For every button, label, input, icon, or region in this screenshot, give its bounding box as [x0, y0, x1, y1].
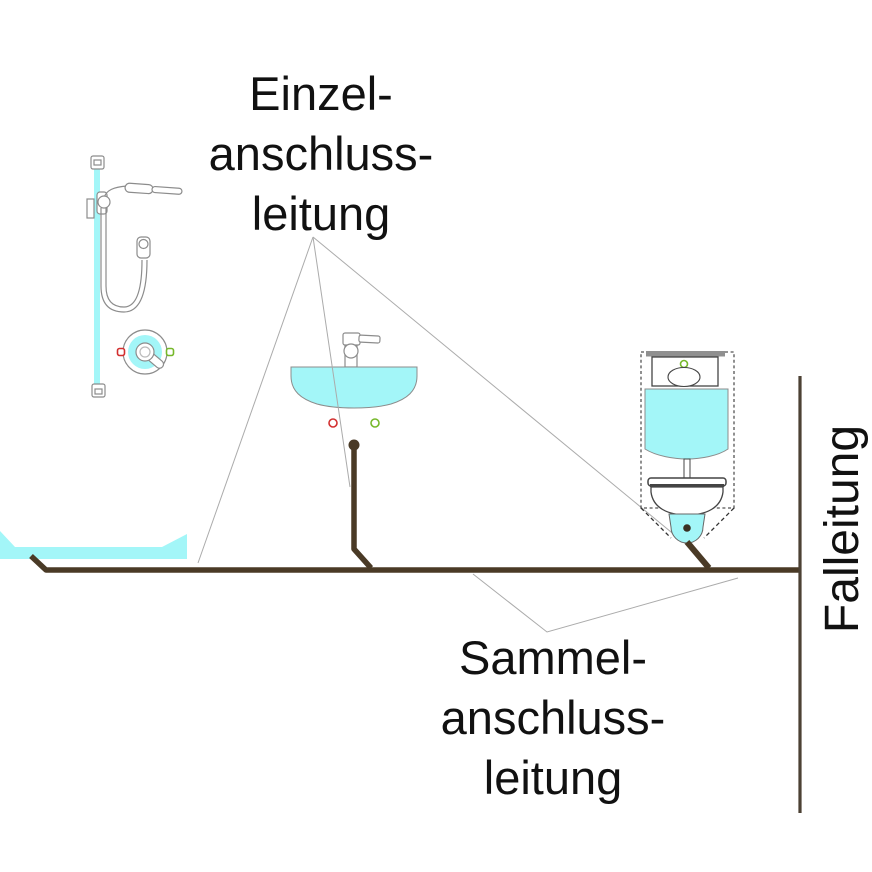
- einzel-label-line3: leitung: [251, 187, 391, 240]
- einzel-label-line2: anschluss-: [208, 127, 434, 180]
- collector-pipe: [29, 553, 801, 573]
- mixer-valve-icon: [116, 329, 175, 375]
- einzel-pointer-lines: [197, 236, 689, 564]
- sammel-label-line1: Sammel-: [458, 631, 648, 684]
- falleitung-label: Falleitung: [816, 424, 869, 634]
- cold-water-indicator: [165, 347, 175, 357]
- einzel-label-line1: Einzel-: [249, 67, 393, 120]
- flush-button-indicator: [679, 359, 689, 369]
- bathtub-icon: [0, 531, 187, 559]
- sammel-pointer-lines: [472, 573, 739, 633]
- toilet-icon: [640, 351, 735, 570]
- toilet-drain-pipe: [684, 540, 712, 570]
- sammel-label-line3: leitung: [483, 751, 623, 804]
- einzel-anschlussleitung-label: Einzel- anschluss- leitung: [209, 64, 434, 244]
- washbasin-icon: [290, 332, 418, 570]
- hot-water-indicator: [116, 347, 126, 357]
- shower-icon: [86, 155, 183, 398]
- sammel-anschlussleitung-label: Sammel- anschluss- leitung: [441, 628, 666, 808]
- sammel-label-line2: anschluss-: [440, 691, 666, 744]
- hot-water-indicator: [328, 418, 338, 428]
- cold-water-indicator: [370, 418, 380, 428]
